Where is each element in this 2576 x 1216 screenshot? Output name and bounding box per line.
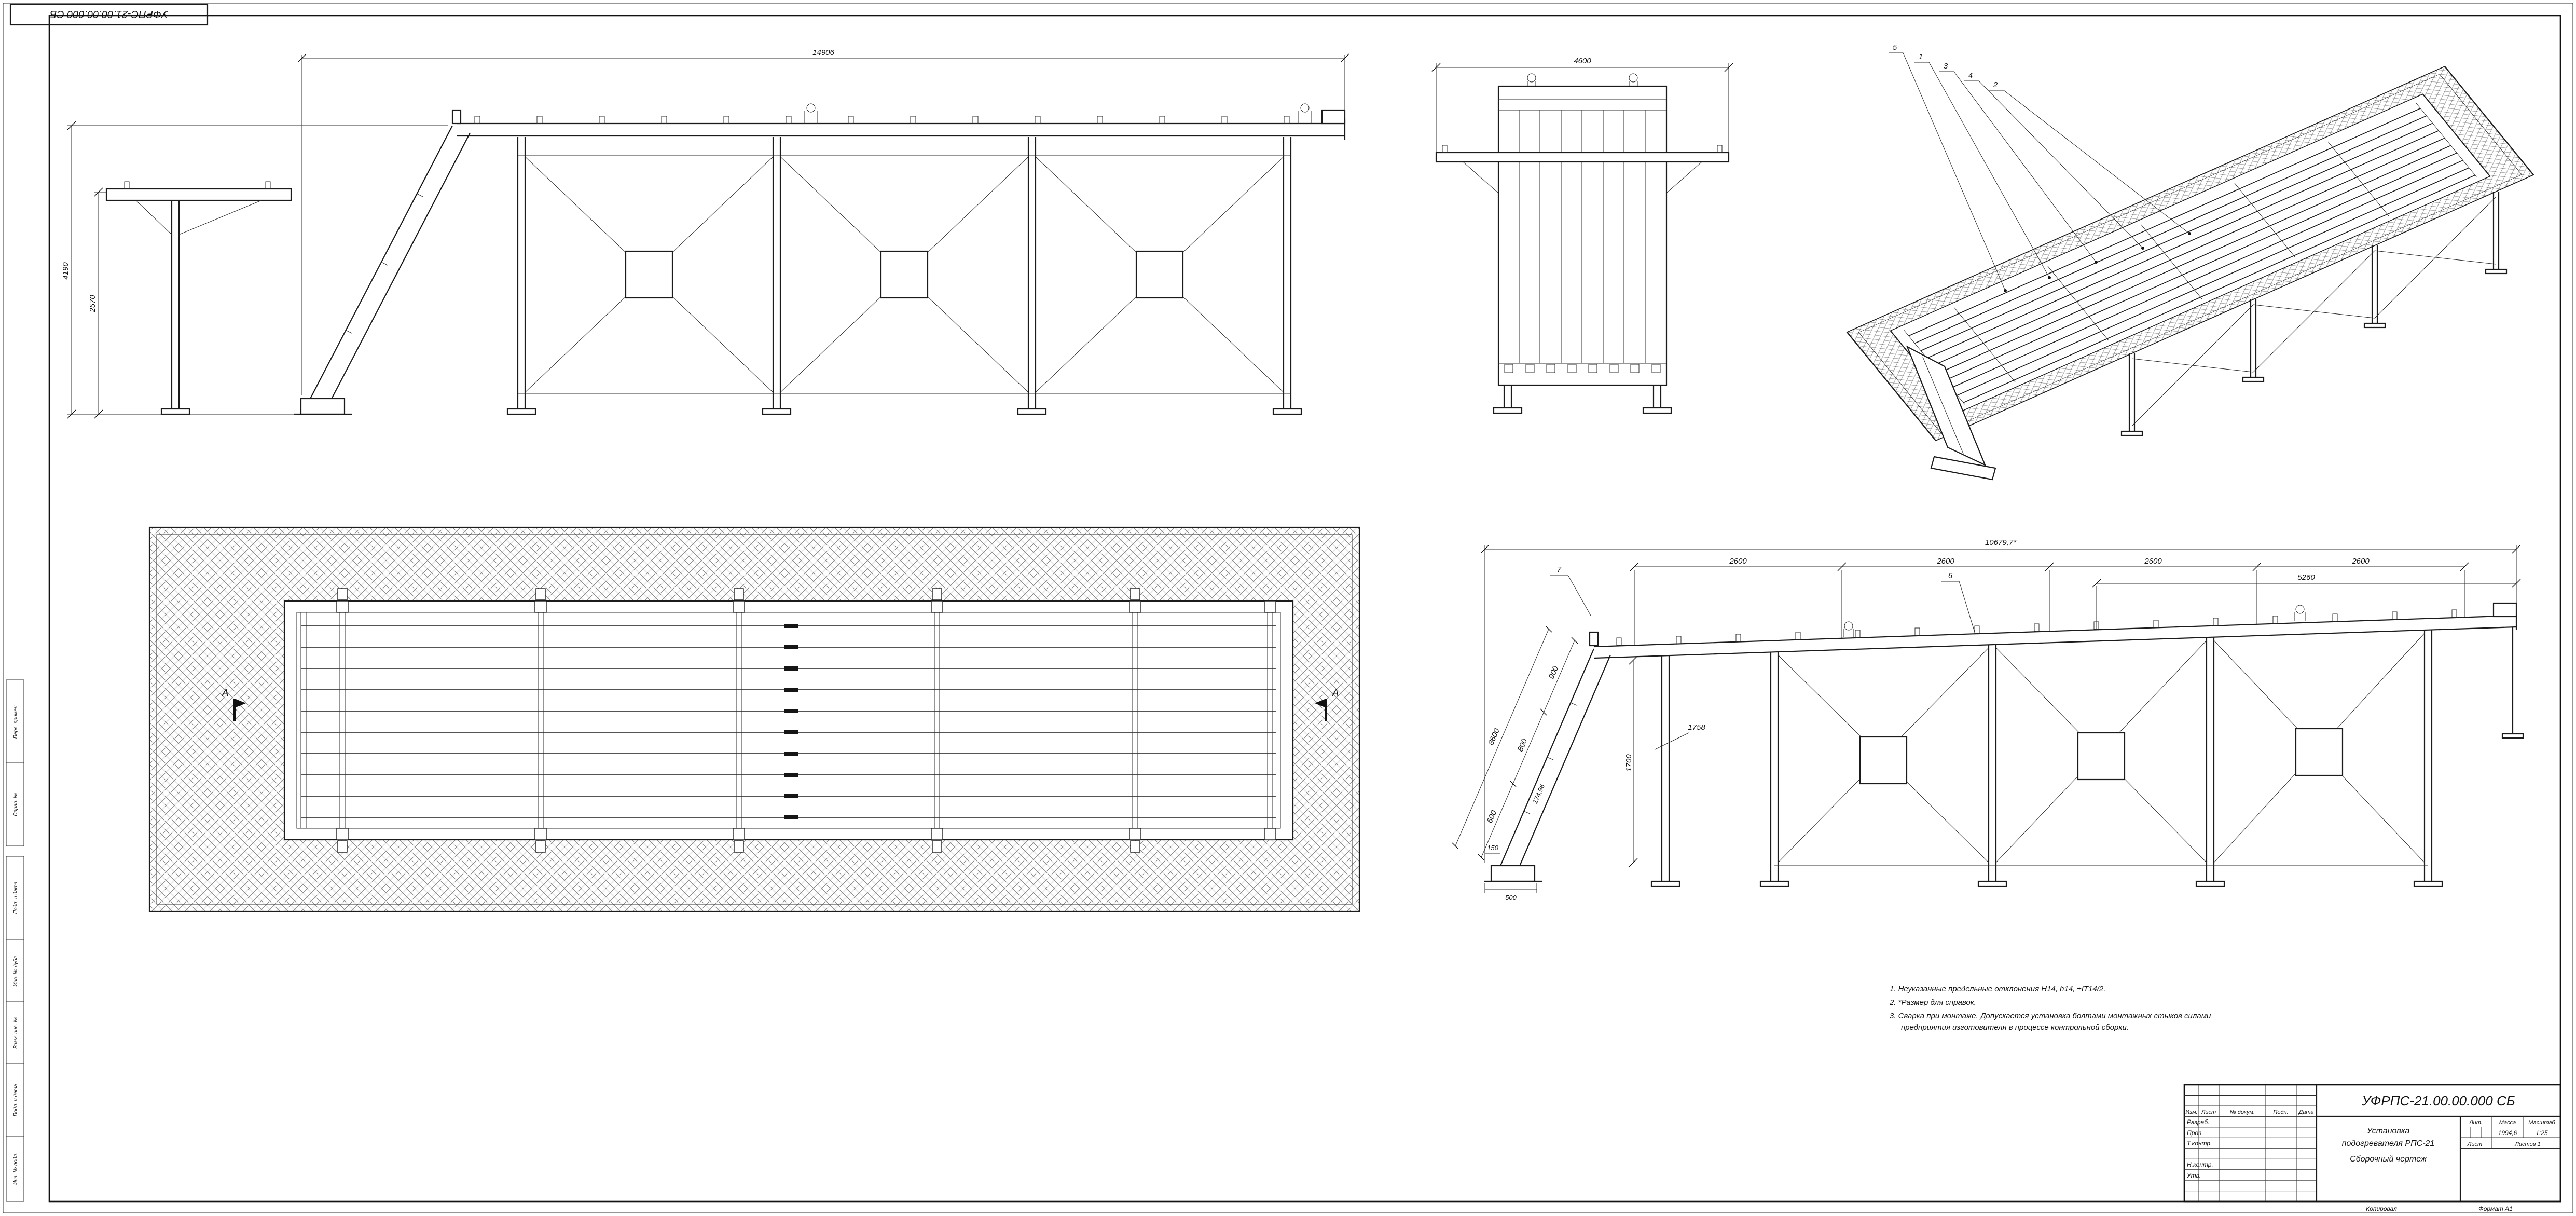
iso-callouts: 5 1 3 4 2 — [1889, 43, 2191, 292]
lifting-lug-icon — [804, 103, 1312, 124]
dim-angle: 174,96 — [1531, 783, 1547, 805]
tb-role: Пров. — [2187, 1129, 2203, 1137]
iso-chute — [1906, 345, 1987, 467]
iso-legs — [2120, 192, 2508, 436]
iso-rails — [1908, 108, 2476, 403]
tb-role: Н.контр. — [2187, 1161, 2213, 1168]
margin-stamp-label: Перв. примен. — [13, 704, 19, 739]
dim-width: 4600 — [1574, 57, 1591, 65]
side-view-2: 10679,7* 2600 2600 2600 2600 5260 900 80… — [1452, 538, 2524, 901]
dim-height-2: 2570 — [88, 295, 97, 313]
dim-small: 500 — [1505, 894, 1517, 901]
dim-total-length: 14906 — [812, 48, 834, 57]
margin-stamp-label: Подп. и дата — [13, 881, 19, 914]
tb-sheet-label: Лист — [2467, 1141, 2482, 1147]
tb-mass-label: Масса — [2499, 1119, 2516, 1126]
tb-copied-label: Копировал — [2366, 1205, 2397, 1212]
item-callout: 7 — [1557, 565, 1562, 574]
plan-divider-pads — [336, 588, 1276, 853]
lifting-lug-icon — [1527, 73, 1638, 86]
section-label: А — [221, 688, 228, 699]
item-callout: 4 — [1968, 71, 1973, 80]
title-block: Изм. Лист № докум. Подп. Дата Разраб. Пр… — [2183, 1084, 2561, 1212]
dim-total-length: 10679,7* — [1985, 538, 2017, 547]
dim-span: 2600 — [1936, 557, 1954, 566]
tb-mass-value: 1994,6 — [2498, 1129, 2517, 1137]
deck-stanchions — [474, 116, 1290, 124]
dim-height: 1700 — [1624, 754, 1633, 772]
sheet-frame — [3, 3, 2573, 1213]
tb-designation: УФРПС-21.00.00.000 СБ — [2361, 1093, 2515, 1109]
note-line: предприятия изготовителя в процессе конт… — [1901, 1023, 2129, 1032]
tb-role: Утв. — [2186, 1172, 2201, 1179]
tb-role: Т.контр. — [2187, 1140, 2212, 1147]
item-callout: 1 — [1919, 52, 1923, 61]
dim-small: 150 — [1487, 844, 1498, 852]
dim-span: 2600 — [2351, 557, 2370, 566]
tb-col: Дата — [2297, 1109, 2313, 1115]
tb-role: Разраб. — [2187, 1118, 2209, 1126]
note-line: 2. *Размер для справок. — [1889, 998, 1976, 1007]
note-line: 3. Сварка при монтаже. Допускается устан… — [1890, 1012, 2211, 1020]
tb-doc-type: Сборочный чертеж — [2350, 1155, 2427, 1164]
tb-scale-value: 1:25 — [2536, 1129, 2548, 1137]
item-callout: 5 — [1893, 43, 1897, 52]
lifting-lug-icon — [1843, 605, 2306, 637]
front-view: 4600 — [1431, 57, 1733, 414]
roller-row — [1504, 364, 1661, 373]
iso-view: 5 1 3 4 2 — [1846, 43, 2534, 481]
margin-stamp-label: Взам. инв. № — [13, 1017, 19, 1049]
plan-rail-marks — [784, 624, 798, 819]
tb-col: Лист — [2201, 1109, 2216, 1115]
margin-stamp-label: Инв. № подл. — [13, 1153, 19, 1185]
tb-name-2: подогревателя РПС-21 — [2342, 1139, 2435, 1148]
margin-stamps: Перв. примен. Справ. № Подп. и дата Инв.… — [6, 679, 24, 1202]
dim-height: 4190 — [61, 262, 70, 280]
technical-notes: 1. Неуказанные предельные отклонения Н14… — [1889, 985, 2211, 1032]
dim-span: 2600 — [2144, 557, 2162, 566]
plan-view: А А — [148, 526, 1360, 912]
section-label: А — [1331, 688, 1339, 699]
tb-col: № докум. — [2230, 1109, 2255, 1115]
dim-span: 2600 — [1729, 557, 1747, 566]
section-mark-a: А А — [221, 688, 1339, 721]
tb-col: Изм. — [2185, 1109, 2197, 1115]
margin-stamp-label: Инв. № дубл. — [12, 954, 19, 987]
deck-stanchions — [1616, 609, 2457, 646]
tb-format-label: Формат А1 — [2478, 1205, 2513, 1212]
note-line: 1. Неуказанные предельные отклонения Н14… — [1890, 985, 2105, 993]
dim-brace: 1758 — [1688, 723, 1705, 732]
dim-right-span: 5260 — [2297, 573, 2315, 582]
tb-name-1: Установка — [2366, 1127, 2410, 1136]
item-callout: 3 — [1944, 62, 1948, 71]
tb-col: Подп. — [2273, 1109, 2288, 1115]
side-view: 14906 4190 2570 — [61, 48, 1349, 419]
corner-stamp: УФРПС-21.00.00.000 СБ — [9, 3, 209, 26]
tb-scale-label: Масштаб — [2528, 1119, 2555, 1126]
item-callout: 6 — [1948, 571, 1953, 580]
tb-sheets-label: Листов 1 — [2514, 1141, 2540, 1147]
margin-stamp-label: Подп. и дата — [13, 1084, 19, 1116]
item-callout: 2 — [1993, 80, 1998, 89]
tb-lit-label: Лит. — [2469, 1119, 2483, 1126]
margin-stamp-label: Справ. № — [13, 793, 19, 816]
corner-stamp-text: УФРПС-21.00.00.000 СБ — [50, 8, 168, 20]
